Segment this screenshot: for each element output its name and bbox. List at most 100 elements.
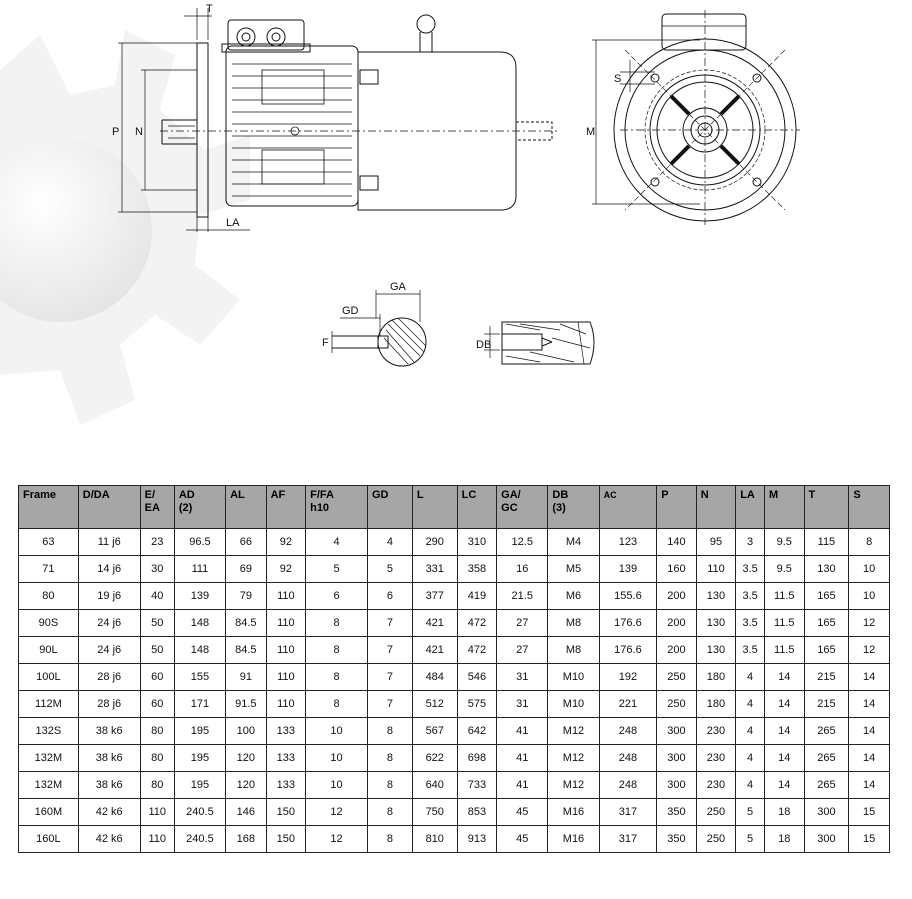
- table-cell: 350: [656, 798, 697, 826]
- table-cell: 300: [803, 798, 850, 826]
- table-cell: 5: [305, 555, 368, 583]
- table-cell: 155.6: [598, 582, 658, 610]
- table-cell: 27: [496, 609, 549, 637]
- dim-n: [141, 69, 197, 191]
- table-cell: 14: [848, 771, 890, 799]
- table-cell: 14: [848, 717, 890, 745]
- table-cell: 230: [695, 717, 737, 745]
- table-cell: 4: [367, 528, 413, 556]
- table-cell: 472: [456, 609, 498, 637]
- table-cell: 110: [265, 690, 307, 718]
- table-cell: 6: [305, 582, 368, 610]
- table-cell: 60: [139, 690, 175, 718]
- table-cell: 80: [139, 771, 175, 799]
- column-header: DB(3): [547, 485, 600, 529]
- table-cell: 27: [496, 636, 549, 664]
- dim-p: [118, 42, 197, 213]
- table-cell: 300: [656, 744, 697, 772]
- table-cell: 168: [225, 825, 267, 853]
- table-cell: 4: [305, 528, 368, 556]
- column-header-text: AC: [603, 490, 617, 500]
- table-cell: 133: [265, 771, 307, 799]
- table-cell: 180: [695, 690, 737, 718]
- table-cell: 546: [456, 663, 498, 691]
- table-cell: 567: [411, 717, 458, 745]
- table-cell: M16: [547, 825, 600, 853]
- table-cell: 148: [173, 636, 227, 664]
- column-header-text: M: [769, 489, 779, 501]
- table-cell: 92: [265, 528, 307, 556]
- table-cell: 160L: [18, 825, 79, 853]
- lifting-eye: [416, 14, 436, 52]
- column-header-text: GC: [501, 502, 518, 514]
- table-cell: 139: [598, 555, 658, 583]
- table-cell: 3: [735, 528, 766, 556]
- table-cell: 250: [656, 690, 697, 718]
- column-header-text: S: [853, 489, 861, 501]
- table-cell: 7: [367, 690, 413, 718]
- table-cell: 14: [848, 663, 890, 691]
- table-cell: 8: [367, 744, 413, 772]
- table-cell: 160: [656, 555, 697, 583]
- table-cell: 133: [265, 717, 307, 745]
- table-cell: 16: [496, 555, 549, 583]
- table-cell: 146: [225, 798, 267, 826]
- table-cell: 331: [411, 555, 458, 583]
- dim-s: [620, 60, 655, 92]
- table-cell: 120: [225, 771, 267, 799]
- table-cell: 11.5: [764, 636, 805, 664]
- table-cell: 110: [139, 825, 175, 853]
- table-cell: 84.5: [225, 636, 267, 664]
- table-cell: 3.5: [735, 609, 766, 637]
- table-cell: 115: [803, 528, 850, 556]
- key-detail: [331, 290, 427, 367]
- dim-la: [186, 217, 250, 232]
- table-cell: 250: [695, 825, 737, 853]
- table-cell: 310: [456, 528, 498, 556]
- table-cell: 248: [598, 717, 658, 745]
- table-cell: 110: [139, 798, 175, 826]
- table-cell: 140: [656, 528, 697, 556]
- dim-t: [184, 8, 212, 40]
- column-header-text: F/FA: [310, 489, 334, 501]
- table-cell: 50: [139, 609, 175, 637]
- column-header-text: GA/: [501, 489, 521, 501]
- table-cell: 15: [848, 798, 890, 826]
- table-cell: 192: [598, 663, 658, 691]
- table-cell: 472: [456, 636, 498, 664]
- table-cell: 95: [695, 528, 737, 556]
- table-cell: 15: [848, 825, 890, 853]
- table-cell: 28 j6: [77, 690, 141, 718]
- table-cell: 38 k6: [77, 771, 141, 799]
- table-cell: 12.5: [496, 528, 549, 556]
- column-header-text: L: [416, 489, 424, 501]
- table-cell: 50: [139, 636, 175, 664]
- column-header-text: D/DA: [82, 489, 110, 501]
- table-cell: 123: [598, 528, 658, 556]
- table-cell: 421: [411, 609, 458, 637]
- column-header: LA: [735, 485, 766, 529]
- table-cell: 14: [848, 744, 890, 772]
- table-cell: 45: [496, 825, 549, 853]
- table-cell: 11.5: [764, 582, 805, 610]
- table-cell: 7: [367, 636, 413, 664]
- table-cell: 66: [225, 528, 267, 556]
- label-ga: GA: [390, 281, 407, 293]
- table-cell: 230: [695, 744, 737, 772]
- table-cell: 8: [367, 771, 413, 799]
- column-header-text: AF: [270, 489, 286, 501]
- column-header-text: (3): [552, 502, 566, 514]
- front-view: [613, 10, 800, 225]
- table-cell: 358: [456, 555, 498, 583]
- column-header-text: LA: [740, 489, 755, 501]
- label-gd: GD: [342, 305, 359, 317]
- table-cell: 12: [848, 636, 890, 664]
- column-header: S: [848, 485, 890, 529]
- table-cell: 110: [265, 582, 307, 610]
- table-cell: 12: [305, 825, 368, 853]
- table-cell: M10: [547, 690, 600, 718]
- table-cell: 230: [695, 771, 737, 799]
